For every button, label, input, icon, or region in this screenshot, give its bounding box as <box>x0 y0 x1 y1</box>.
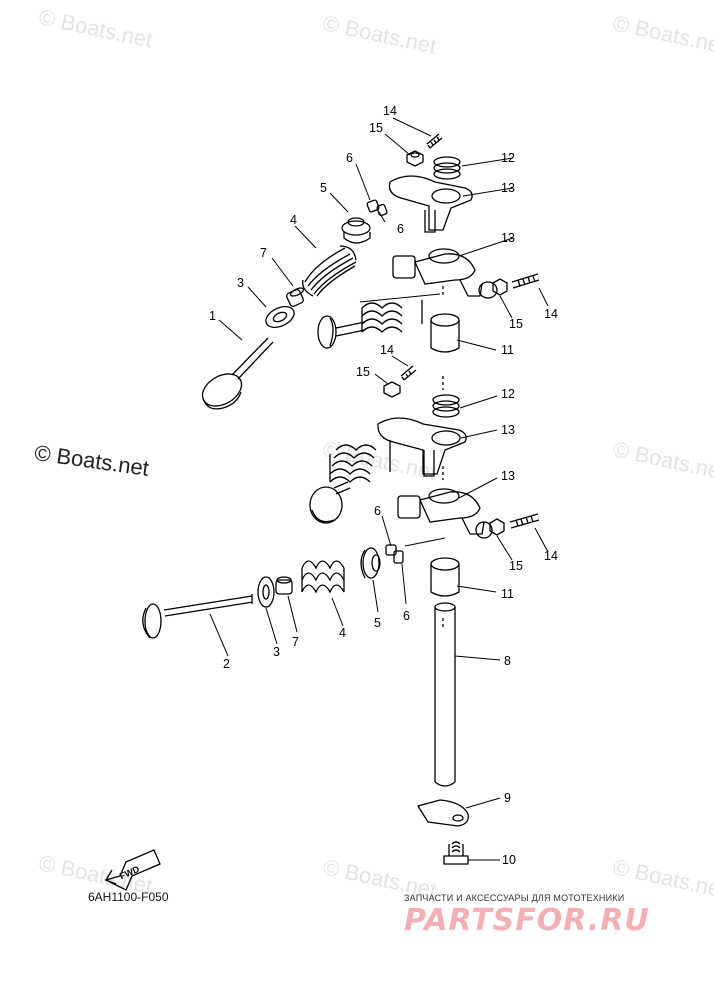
valve-seal-7 <box>286 287 305 307</box>
callout-13: 13 <box>501 469 515 483</box>
fwd-label: FWD <box>118 864 141 882</box>
brand-logo: PARTSFOR.RU <box>404 903 650 938</box>
callout-12: 12 <box>501 151 515 165</box>
callout-15: 15 <box>369 121 383 135</box>
callout-9: 9 <box>504 791 511 805</box>
callout-14: 14 <box>544 307 558 321</box>
valve-2 <box>142 594 254 639</box>
rocker-arm-13 <box>377 417 467 477</box>
callout-13: 13 <box>501 423 515 437</box>
callout-6: 6 <box>346 151 353 165</box>
spring-12 <box>433 156 461 180</box>
callout-15: 15 <box>509 559 523 573</box>
callout-7: 7 <box>292 635 299 649</box>
callout-4: 4 <box>290 213 297 227</box>
adjust-screw-14 <box>400 365 417 381</box>
spring-retainer-5 <box>360 547 381 579</box>
fwd-arrow-icon <box>104 849 161 891</box>
callout-2: 2 <box>223 657 230 671</box>
callout-8: 8 <box>504 654 511 668</box>
callout-15: 15 <box>356 365 370 379</box>
spring-seat-3 <box>257 576 275 608</box>
nut-15 <box>489 518 505 536</box>
valve-assembly <box>317 300 423 349</box>
nut-15 <box>492 278 508 296</box>
adjust-screw-14 <box>426 133 443 149</box>
callout-7: 7 <box>260 246 267 260</box>
push-rod-8 <box>434 602 456 787</box>
spring-seat-3 <box>265 306 295 328</box>
callout-13: 13 <box>501 231 515 245</box>
rocker-arm-13 <box>392 248 498 299</box>
callout-14: 14 <box>544 549 558 563</box>
callout-5: 5 <box>320 181 327 195</box>
callout-6: 6 <box>374 504 381 518</box>
collar-11 <box>430 313 460 353</box>
spring-retainer-5 <box>341 217 371 244</box>
callout-3: 3 <box>237 276 244 290</box>
callout-6: 6 <box>403 609 410 623</box>
callout-15: 15 <box>509 317 523 331</box>
callout-14: 14 <box>383 104 397 118</box>
rocker-arm-13 <box>388 175 473 233</box>
valve-spring-4 <box>301 560 345 594</box>
leader-lines <box>209 117 549 861</box>
brand-tagline: ЗАПЧАСТИ И АКСЕССУАРЫ ДЛЯ МОТОТЕХНИКИ <box>404 893 625 903</box>
valve-cotter-6 <box>385 544 404 564</box>
nut-15 <box>383 381 401 398</box>
callout-11: 11 <box>501 343 514 357</box>
collar-11 <box>430 557 460 597</box>
valve-1 <box>201 337 274 410</box>
callout-1: 1 <box>209 309 216 323</box>
plate-9 <box>416 799 469 827</box>
valve-assembly <box>309 440 391 524</box>
valve-spring-4 <box>302 245 357 297</box>
callout-14: 14 <box>380 343 394 357</box>
bolt-10 <box>443 841 469 865</box>
callout-5: 5 <box>374 616 381 630</box>
spring-12 <box>432 394 460 418</box>
rocker-arm-13 <box>397 488 493 539</box>
nut-15 <box>406 150 424 167</box>
callout-10: 10 <box>502 853 516 867</box>
callout-labels: 14 15 6 5 6 4 7 3 1 12 13 13 14 15 11 14… <box>118 104 558 881</box>
callout-11: 11 <box>501 587 514 601</box>
callout-6: 6 <box>397 222 404 236</box>
valve-cotter-6 <box>366 199 388 217</box>
callout-12: 12 <box>501 387 515 401</box>
valve-seal-7 <box>275 576 293 595</box>
callout-3: 3 <box>273 645 280 659</box>
callout-13: 13 <box>501 181 515 195</box>
callout-4: 4 <box>339 626 346 640</box>
adjust-screw-14 <box>511 273 540 289</box>
diagram-code: 6AH1100-F050 <box>88 890 169 904</box>
adjust-screw-14 <box>509 513 540 529</box>
